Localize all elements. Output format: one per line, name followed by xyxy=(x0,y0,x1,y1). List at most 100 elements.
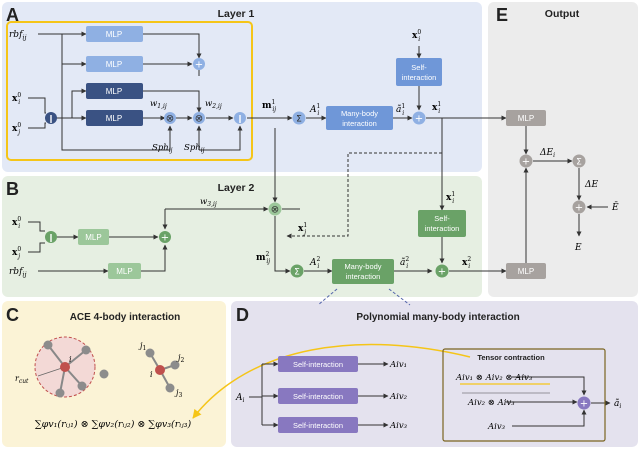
layer2-wires xyxy=(28,128,507,274)
many-body-box-2 xyxy=(332,259,394,284)
mlp-box-output-1-label: MLP xyxy=(518,114,534,123)
mlp-box-6-label: MLP xyxy=(116,267,132,276)
a-tilde-i-output-sub: i xyxy=(619,403,621,410)
atom-j1 xyxy=(145,348,155,358)
mlp-box-4 xyxy=(86,110,143,126)
x-i0-top-main: x xyxy=(412,31,418,41)
a-tilde-i1-main: ã xyxy=(396,104,401,115)
a-i-input-label: Ai xyxy=(235,393,245,404)
x-i1-sup: 1 xyxy=(437,101,441,108)
delta-e-i-main: ΔE xyxy=(539,148,553,158)
self-interaction-box-d1 xyxy=(278,356,358,372)
mlp-box-6 xyxy=(108,263,141,279)
mlp-box-3 xyxy=(86,83,143,99)
atom-j3-main: j xyxy=(174,388,179,397)
add-symbol-4: + xyxy=(438,267,446,278)
atom-j3 xyxy=(165,383,175,393)
a-i-input-sub: i xyxy=(243,397,245,404)
self-interaction-box-1-line1: Self- xyxy=(411,63,427,72)
tc-row-3: Aiv₃ xyxy=(487,422,506,432)
sph-label-1: Sphij xyxy=(152,143,173,154)
x-i1-sub: i xyxy=(438,108,440,115)
tensor-symbol-2: ⊗ xyxy=(195,114,203,125)
panel-a-background xyxy=(2,2,482,172)
output-wires xyxy=(523,126,608,263)
r-cut-main: r xyxy=(15,374,20,383)
A-i1-sup: 1 xyxy=(317,103,321,110)
yellow-curved-arrow xyxy=(192,343,471,419)
concat-node-2 xyxy=(234,112,246,124)
rbf-label-1-sub: ij xyxy=(22,34,26,42)
panel-b-letter: B xyxy=(6,179,19,199)
a-tilde-i-output: ãi xyxy=(614,398,621,410)
w3-main: w xyxy=(200,197,208,207)
rbf-label-2: rbfij xyxy=(9,267,27,279)
mlp-box-2 xyxy=(86,56,143,72)
x-i0-top-sup: 0 xyxy=(417,29,421,36)
panel-d-title: Polynomial many-body interaction xyxy=(356,312,519,323)
add-node-poly xyxy=(577,396,591,410)
atom-j2-main: j xyxy=(176,353,181,362)
concat-node-3 xyxy=(45,231,57,243)
w2-sub: 2,ij xyxy=(211,103,222,110)
x-j1-sup: 1 xyxy=(303,222,307,229)
tensor-symbol-1: ⊗ xyxy=(166,114,174,125)
sph-label-1-main: Sph xyxy=(152,143,169,153)
panel-c-letter: C xyxy=(6,305,19,325)
mlp-box-2-label: MLP xyxy=(106,60,122,69)
sph-label-2-sub: ij xyxy=(201,147,205,154)
many-body-box-2-line1: Many-body xyxy=(344,262,381,271)
add-node-output xyxy=(519,154,533,168)
sph-label-2: Sphij xyxy=(184,143,205,154)
x-j1-sub: j xyxy=(302,229,306,236)
x-j0-sup-2: 0 xyxy=(17,246,21,253)
tensor-contraction-box xyxy=(442,348,606,442)
atom-j1-label: j1 xyxy=(138,341,146,352)
x-i2-sub: i xyxy=(468,263,470,270)
self-interaction-box-1-line2: interaction xyxy=(402,73,437,82)
concat-symbol-3: ‖ xyxy=(49,233,53,242)
self-interaction-box-d2 xyxy=(278,388,358,404)
self-interaction-box-d3 xyxy=(278,417,358,433)
dashed-feedback-line xyxy=(286,152,442,239)
w1-label: w1,ij xyxy=(150,99,167,110)
panel-e-letter: E xyxy=(496,5,508,25)
add-node-3 xyxy=(159,231,171,243)
x-j0-sub-2: j xyxy=(16,253,20,260)
add-symbol-energy: + xyxy=(575,203,583,214)
x-j0-sup-1: 0 xyxy=(17,122,21,129)
mlp-box-5 xyxy=(78,229,109,245)
panel-a-title: Layer 1 xyxy=(218,8,255,20)
w3-label: w3,ij xyxy=(200,197,217,208)
self-interaction-box-d1-label: Self-interaction xyxy=(293,360,343,369)
dashed-link-right xyxy=(388,288,411,306)
tc-row-1: Aiv₁ ⊗ Aiv₂ ⊗ Aiv₃ xyxy=(455,373,533,383)
concat-symbol-1: ‖ xyxy=(49,114,53,123)
x-i1-2-sup: 1 xyxy=(451,191,455,198)
atom-neighbor-outside xyxy=(99,369,109,379)
atom-center-right xyxy=(155,365,165,375)
a-tilde-i1-sup: 1 xyxy=(401,103,405,110)
a-tilde-i-output-main: ã xyxy=(614,398,619,409)
m-ij1-main: m xyxy=(262,101,272,111)
delta-e-i-sub: i xyxy=(553,152,555,159)
rbf-label-1-main: rbf xyxy=(9,30,24,40)
atom-neighbor-3 xyxy=(77,381,87,391)
tensor-node-2 xyxy=(193,112,205,124)
tensor-node-1 xyxy=(164,112,176,124)
mlp-box-4-label: MLP xyxy=(106,114,122,123)
atom-i-label-right: i xyxy=(150,370,153,379)
dashed-link-left xyxy=(317,288,338,306)
mlp-box-5-label: MLP xyxy=(85,233,101,242)
a-iv3-label: Aiv₃ xyxy=(389,421,408,431)
many-body-box-1-line1: Many-body xyxy=(341,109,378,118)
add-symbol-2: + xyxy=(415,114,423,125)
mlp-box-3-label: MLP xyxy=(106,87,122,96)
x-i2-main: x xyxy=(462,258,468,268)
delta-e-label: ΔE xyxy=(584,180,598,190)
